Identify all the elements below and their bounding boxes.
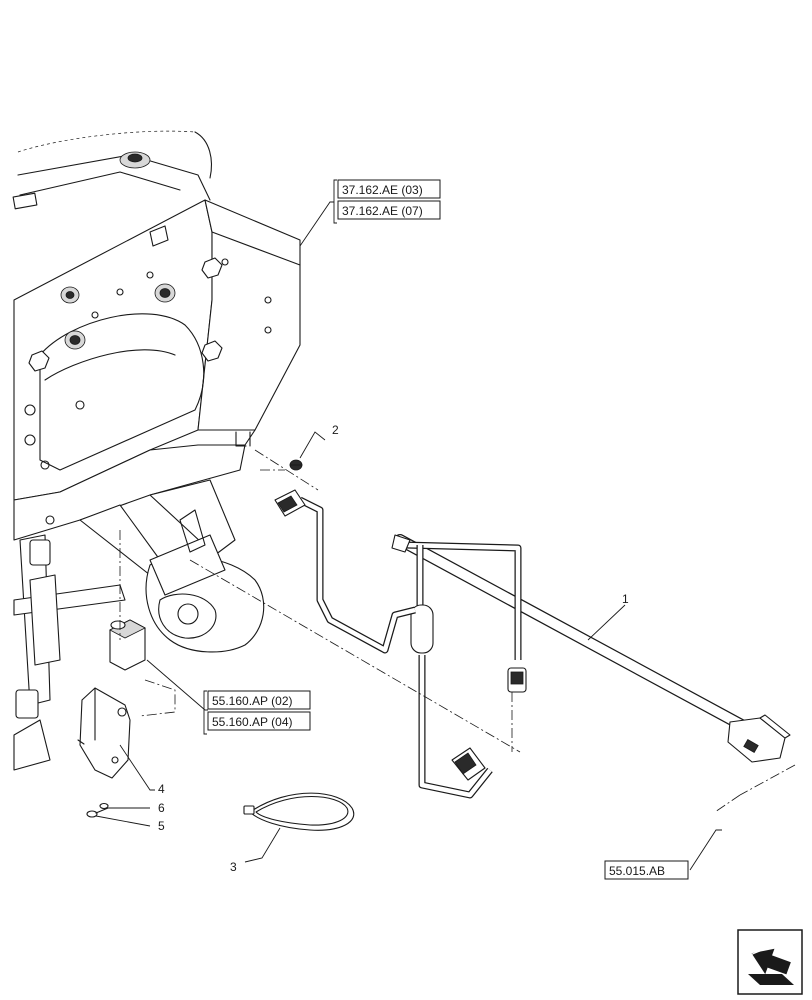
leaders xyxy=(95,201,722,871)
ref-label-55-015-ab: 55.015.AB xyxy=(609,864,665,878)
ref-link-55-015-ab[interactable]: 55.015.AB xyxy=(604,860,689,880)
callout-4: 4 xyxy=(158,782,165,796)
center-lines xyxy=(119,449,796,813)
reference-group-55-160: 55.160.AP (02) 55.160.AP (04) xyxy=(203,690,311,735)
ref-label-55-160-ap-02: 55.160.AP (02) xyxy=(212,694,293,708)
reference-group-37-162: 37.162.AE (03) 37.162.AE (07) xyxy=(333,179,441,224)
ref-label-37-162-ae-07: 37.162.AE (07) xyxy=(342,204,423,218)
ref-link-55-160-ap-02[interactable]: 55.160.AP (02) xyxy=(207,690,311,710)
sensor-assembly xyxy=(109,619,146,671)
wiring-harness-item-1 xyxy=(274,489,791,799)
callout-3: 3 xyxy=(230,860,237,874)
ref-label-37-162-ae-03: 37.162.AE (03) xyxy=(342,183,423,197)
clip-item-2 xyxy=(289,459,303,471)
loader-frame xyxy=(12,130,301,771)
hex-bolt-3 xyxy=(28,350,50,372)
hex-bolt-1 xyxy=(201,257,223,279)
sensor-cover-item-4 xyxy=(77,687,131,779)
ref-link-37-162-ae-03[interactable]: 37.162.AE (03) xyxy=(337,179,441,199)
washer-item-6 xyxy=(99,802,109,810)
screw-item-5 xyxy=(86,807,109,818)
callout-2: 2 xyxy=(332,423,339,437)
connector-upper xyxy=(274,489,306,517)
connector-lower xyxy=(451,747,486,781)
callout-1: 1 xyxy=(622,592,629,606)
cable-tie-item-3 xyxy=(243,792,355,831)
callout-5: 5 xyxy=(158,819,165,833)
connector-right-drop xyxy=(507,667,527,693)
main-connector xyxy=(727,714,791,763)
ref-link-37-162-ae-07[interactable]: 37.162.AE (07) xyxy=(337,200,441,220)
ref-label-55-160-ap-04: 55.160.AP (04) xyxy=(212,715,293,729)
hex-bolt-2 xyxy=(201,340,223,362)
hydraulic-port-3 xyxy=(60,286,80,304)
navigate-arrow-icon[interactable] xyxy=(737,929,803,995)
hydraulic-port-1 xyxy=(64,330,86,350)
ref-link-55-160-ap-04[interactable]: 55.160.AP (04) xyxy=(207,711,311,731)
callout-6: 6 xyxy=(158,801,165,815)
hydraulic-port-2 xyxy=(154,283,176,303)
